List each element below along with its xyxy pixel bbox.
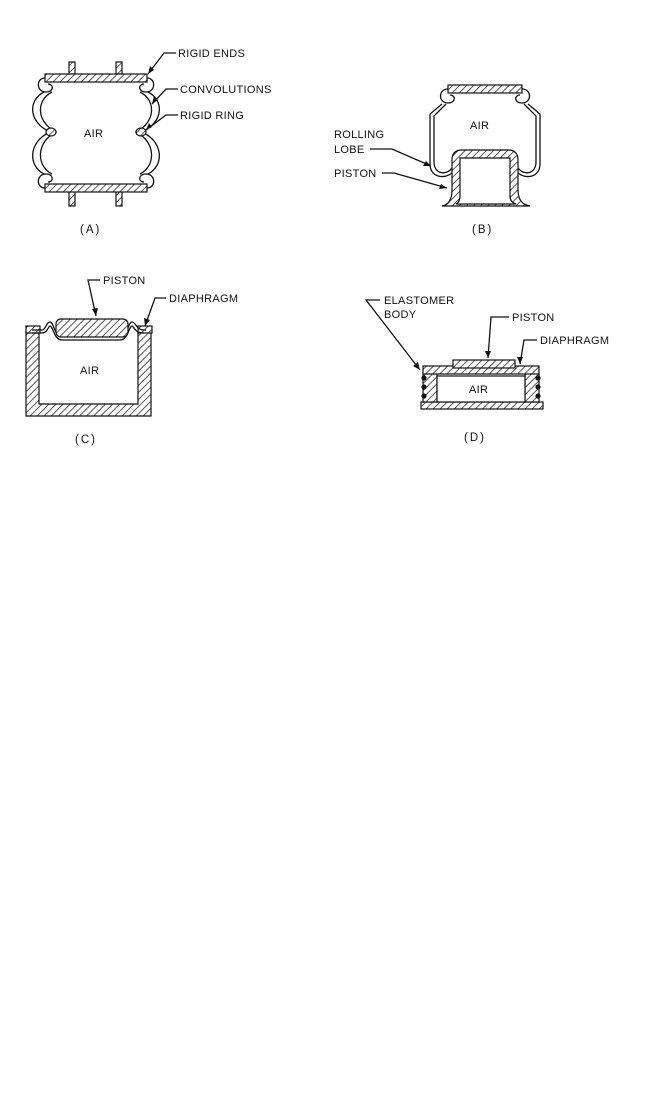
elastomer-label-line1: ELASTOMER	[384, 295, 454, 307]
top-rigid-end	[45, 74, 147, 82]
left-rigid-ring	[46, 128, 56, 136]
panel-a: AIR RIGID ENDS CONVOLUTIONS RIGID RING (…	[33, 48, 272, 236]
panel-d-diaphragm-label: DIAPHRAGM	[540, 335, 609, 347]
rigid-ring-label: RIGID RING	[180, 110, 244, 122]
panel-c: AIR PISTON DIAPHRAGM (C)	[26, 275, 238, 446]
panel-b-caption: (B)	[472, 224, 493, 236]
panel-b: AIR ROLLING LOBE PISTON (B)	[334, 85, 540, 236]
bottom-rigid-end	[45, 184, 147, 192]
rolling-label-line2: LOBE	[334, 144, 365, 156]
rolling-label-line1: ROLLING	[334, 129, 384, 141]
panel-d-air-label: AIR	[469, 384, 488, 396]
panel-a-air-label: AIR	[84, 128, 103, 140]
panel-c-air-label: AIR	[80, 365, 99, 377]
panel-c-diaphragm-label: DIAPHRAGM	[169, 293, 238, 305]
panel-a-caption: (A)	[80, 224, 101, 236]
panel-b-air-label: AIR	[470, 120, 489, 132]
panel-d: AIR ELASTOMER BODY PISTON DIAPHRAGM (D)	[366, 295, 609, 444]
panel-b-piston-label: PISTON	[334, 168, 377, 180]
panel-b-top-plate	[448, 85, 522, 93]
top-left-stud	[69, 62, 75, 74]
panel-d-piston	[453, 360, 515, 368]
panel-d-base	[421, 402, 543, 409]
right-rigid-ring	[136, 128, 146, 136]
panel-c-piston	[56, 319, 128, 337]
panel-c-piston-label: PISTON	[103, 275, 146, 287]
panel-d-caption: (D)	[464, 432, 486, 444]
bottom-right-stud	[116, 191, 122, 206]
convolutions-label: CONVOLUTIONS	[180, 84, 272, 96]
top-right-stud	[116, 62, 122, 74]
bottom-left-stud	[69, 191, 75, 206]
panel-c-caption: (C)	[75, 434, 97, 446]
rolling-lobe-outer	[434, 104, 452, 173]
rigid-ends-label: RIGID ENDS	[178, 48, 245, 60]
panel-d-piston-label: PISTON	[512, 312, 555, 324]
elastomer-label-line2: BODY	[384, 309, 417, 321]
